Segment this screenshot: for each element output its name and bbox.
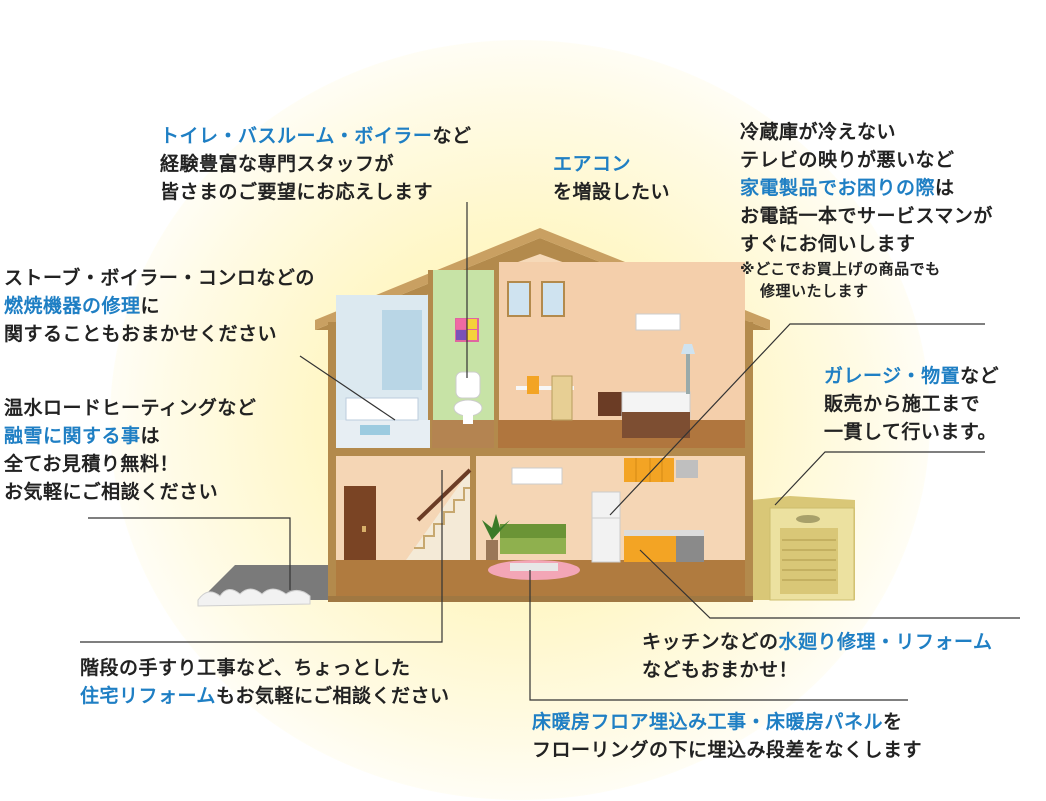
kitchen bbox=[591, 458, 704, 563]
caption-stairs-highlight: 住宅リフォーム bbox=[80, 685, 216, 707]
caption-floor-line2: フローリングの下に埋込み段差をなくします bbox=[532, 739, 923, 761]
house-body bbox=[315, 228, 770, 602]
caption-snow-line1: 温水ロードヒーティングなど bbox=[4, 397, 257, 419]
caption-aircon-line2: を増設したい bbox=[553, 181, 671, 203]
leader-lines bbox=[80, 202, 1020, 701]
caption-toilet-suffix: など bbox=[432, 125, 472, 147]
caption-floor-heating: 床暖房フロア埋込み工事・床暖房パネルを フローリングの下に埋込み段差をなくします bbox=[532, 708, 922, 764]
caption-snow-highlight: 融雪に関する事 bbox=[4, 425, 141, 447]
caption-floor-suffix: を bbox=[883, 711, 903, 733]
caption-aircon: エアコン を増設したい bbox=[553, 150, 670, 206]
caption-stairs-suffix: もお気軽にご相談ください bbox=[215, 685, 450, 707]
caption-snow: 温水ロードヒーティングなど 融雪に関する事は 全てお見積り無料！ お気軽にご相談… bbox=[4, 394, 256, 506]
bedroom bbox=[507, 281, 695, 438]
caption-stove-line1: ストーブ・ボイラー・コンロなどの bbox=[4, 267, 315, 289]
caption-appliance-line4: お電話一本でサービスマンが bbox=[740, 205, 993, 227]
caption-toilet-line3: 皆さまのご要望にお応えします bbox=[160, 181, 434, 203]
caption-appliance-highlight: 家電製品でお困りの際 bbox=[740, 177, 936, 199]
caption-appliance-note2: 修理いたします bbox=[760, 282, 869, 300]
living-room bbox=[482, 467, 580, 580]
caption-garage-suffix: など bbox=[960, 365, 1000, 387]
caption-snow-suffix: は bbox=[140, 425, 161, 447]
caption-floor-highlight: 床暖房フロア埋込み工事・床暖房パネル bbox=[532, 711, 884, 733]
caption-kitchen-line2: などもおまかせ！ bbox=[642, 659, 799, 681]
caption-garage: ガレージ・物置など 販売から施工まで 一貫して行います。 bbox=[824, 362, 999, 446]
caption-appliance-line2: テレビの映りが悪いなど bbox=[740, 149, 955, 171]
caption-kitchen-highlight: 水廻り修理・リフォーム bbox=[778, 631, 993, 653]
caption-kitchen: キッチンなどの水廻り修理・リフォーム などもおまかせ！ bbox=[642, 628, 992, 684]
caption-appliance-note1: ※どこでお買上げの商品でも bbox=[740, 260, 941, 278]
staircase bbox=[344, 468, 472, 560]
caption-toilet-highlight: トイレ・バスルーム・ボイラー bbox=[160, 125, 433, 147]
caption-garage-highlight: ガレージ・物置 bbox=[824, 365, 961, 387]
caption-appliance-line1: 冷蔵庫が冷えない bbox=[740, 121, 897, 143]
caption-kitchen-prefix: キッチンなどの bbox=[642, 631, 779, 653]
caption-garage-line2: 販売から施工まで bbox=[824, 393, 981, 415]
snow-driveway bbox=[197, 565, 330, 607]
toilet bbox=[453, 318, 483, 424]
caption-stove-suffix: に bbox=[140, 295, 161, 317]
caption-stove-highlight: 燃焼機器の修理 bbox=[4, 295, 141, 317]
caption-snow-line4: お気軽にご相談ください bbox=[4, 481, 219, 503]
caption-toilet: トイレ・バスルーム・ボイラーなど 経験豊富な専門スタッフが 皆さまのご要望にお応… bbox=[160, 122, 471, 206]
bathtub bbox=[345, 310, 422, 435]
caption-toilet-line2: 経験豊富な専門スタッフが bbox=[160, 153, 395, 175]
caption-stove-line3: 関することもおまかせください bbox=[4, 323, 278, 345]
caption-appliance-line5: すぐにお伺いします bbox=[740, 233, 916, 255]
caption-aircon-highlight: エアコン bbox=[553, 153, 632, 175]
garage bbox=[752, 496, 855, 601]
caption-appliance: 冷蔵庫が冷えない テレビの映りが悪いなど 家電製品でお困りの際は お電話一本でサ… bbox=[740, 118, 993, 302]
caption-snow-line3: 全てお見積り無料！ bbox=[4, 453, 179, 475]
caption-stairs-line1: 階段の手すり工事など、ちょっとした bbox=[80, 657, 411, 679]
caption-appliance-suffix: は bbox=[935, 177, 955, 199]
caption-stairs: 階段の手すり工事など、ちょっとした 住宅リフォームもお気軽にご相談ください bbox=[80, 654, 450, 710]
caption-stove: ストーブ・ボイラー・コンロなどの 燃焼機器の修理に 関することもおまかせください bbox=[4, 264, 315, 348]
caption-garage-line3: 一貫して行います。 bbox=[824, 421, 998, 443]
